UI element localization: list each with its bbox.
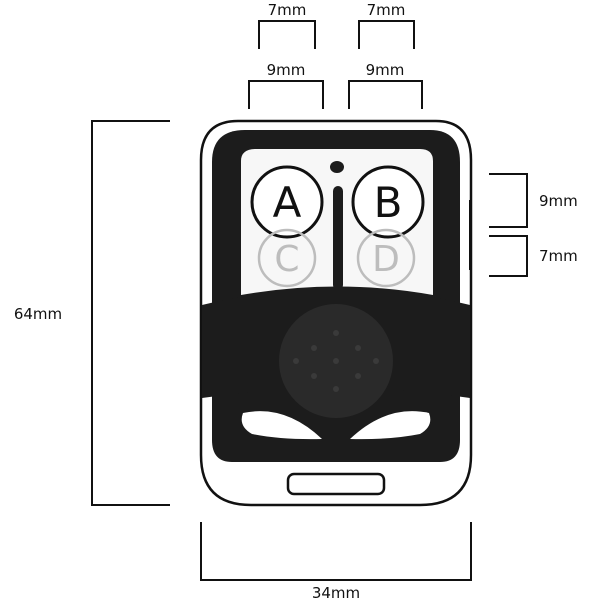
dim-width: 34mm (312, 584, 360, 600)
button-c-label: C (274, 239, 299, 280)
top-dimensions (248, 20, 423, 109)
panel-divider (333, 186, 343, 290)
side-notch (469, 200, 472, 270)
dim-top-outer-right: 9mm (366, 61, 405, 79)
button-d[interactable]: D (356, 228, 416, 288)
bracket-side-lower (489, 235, 528, 277)
dim-side-upper: 9mm (539, 192, 578, 210)
led-indicator (330, 161, 344, 173)
bracket-top-inner-left (258, 20, 316, 49)
bracket-height (91, 120, 170, 506)
wing-cutout-left (241, 411, 322, 440)
dim-side-lower: 7mm (539, 247, 578, 265)
button-b-label: B (374, 178, 403, 227)
dim-top-outer-left: 9mm (267, 61, 306, 79)
bracket-width (200, 522, 472, 581)
bracket-top-inner-right (358, 20, 415, 49)
speaker-holes (293, 330, 379, 392)
side-dimensions (489, 173, 528, 277)
dim-top-inner-left: 7mm (268, 1, 307, 19)
button-c[interactable]: C (257, 228, 317, 288)
bracket-top-outer-left (248, 80, 324, 109)
bracket-top-outer-right (348, 80, 423, 109)
button-a-label: A (273, 178, 302, 227)
bracket-side-upper (489, 173, 528, 228)
remote-control (199, 119, 473, 507)
wing-cutout-right (350, 411, 431, 440)
button-b[interactable]: B (351, 165, 425, 239)
dim-height: 64mm (14, 305, 62, 323)
dim-top-inner-right: 7mm (367, 1, 406, 19)
button-d-label: D (372, 239, 400, 280)
key-ring-slot (286, 472, 386, 496)
button-a[interactable]: A (250, 165, 324, 239)
